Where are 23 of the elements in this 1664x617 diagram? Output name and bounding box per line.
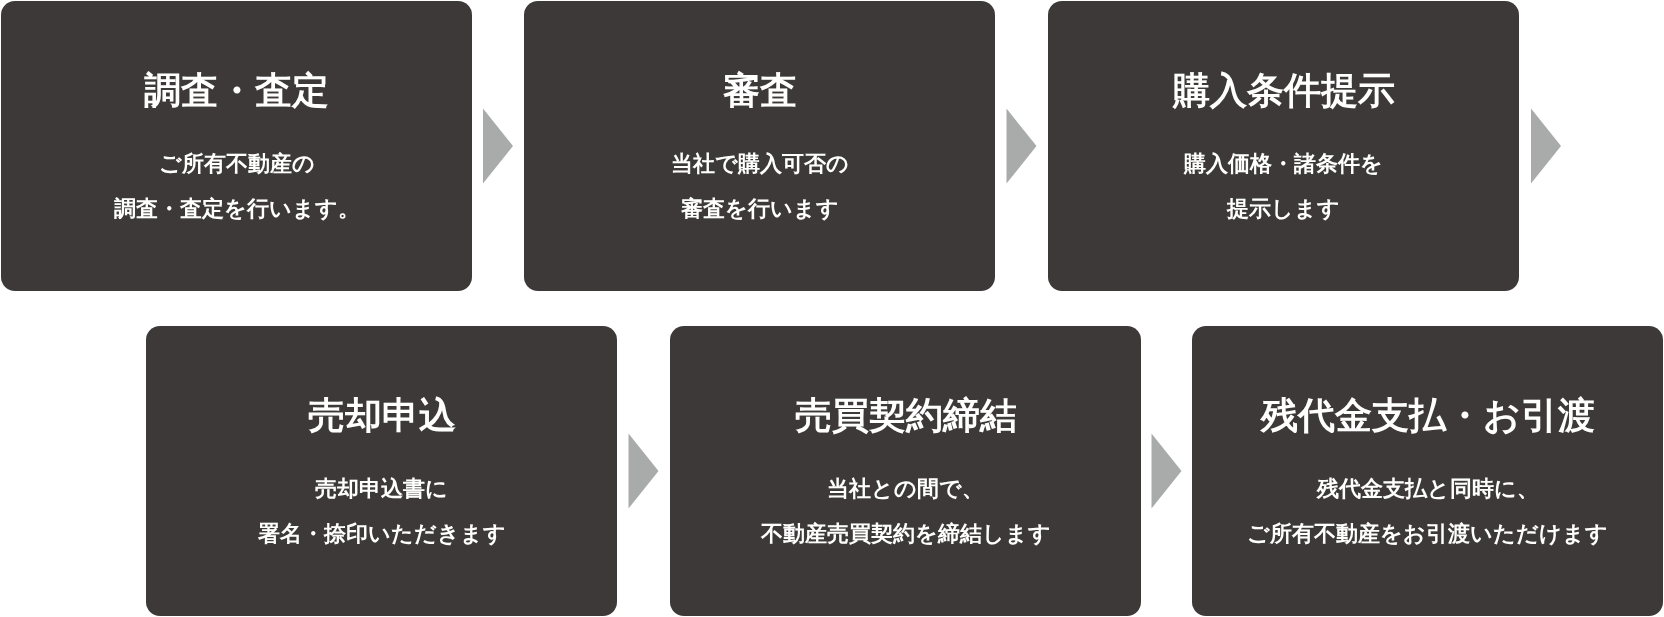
step-title: 調査・査定: [144, 69, 329, 113]
step-description: 売却申込書に署名・捺印いただきます: [257, 475, 506, 548]
chevron-arrow: [628, 433, 659, 509]
chevron-arrow: [483, 108, 513, 184]
step-box: [146, 326, 617, 616]
step-title: 残代金支払・お引渡: [1260, 394, 1595, 438]
step-description: 当社で購入可否の審査を行います: [670, 150, 849, 223]
step-box: [1048, 1, 1519, 291]
chevron-arrow: [1151, 433, 1182, 509]
step-description: 購入価格・諸条件を提示します: [1184, 150, 1383, 223]
step-box: [524, 1, 995, 291]
step-title: 購入条件提示: [1172, 69, 1395, 113]
step-title: 売却申込: [307, 394, 456, 438]
step-box: [1192, 326, 1663, 616]
step-title: 売買契約締結: [794, 394, 1017, 438]
chevron-arrow: [1006, 108, 1037, 184]
step-box: [1, 1, 472, 291]
step-description: ご所有不動産の調査・査定を行います。: [113, 150, 360, 223]
step-description: 残代金支払と同時に、ご所有不動産をお引渡いただけます: [1247, 475, 1608, 548]
step-title: 審査: [722, 69, 797, 113]
step-box: [670, 326, 1141, 616]
step-description: 当社との間で、不動産売買契約を締結します: [760, 475, 1051, 548]
chevron-arrow: [1531, 108, 1561, 184]
